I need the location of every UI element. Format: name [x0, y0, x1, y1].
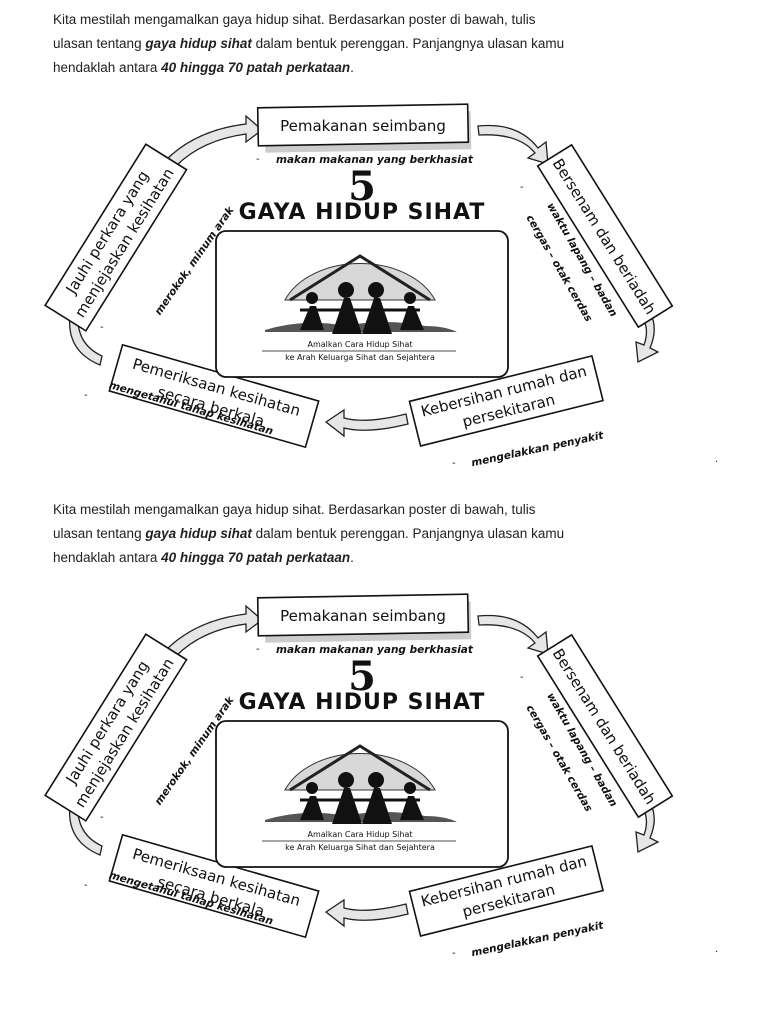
poster-title: GAYA HIDUP SIHAT	[239, 690, 486, 715]
poster-5-gaya-hidup-sihat: Pemakanan seimbang - makan makanan yang …	[44, 593, 718, 959]
box-label: Pemakanan seimbang	[280, 607, 446, 625]
instruction-emphasis-topic: gaya hidup sihat	[145, 526, 252, 541]
family-house-logo-icon	[265, 254, 457, 334]
curved-arrow-icon	[324, 408, 409, 438]
logo-panel: Amalkan Cara Hidup Sihat ke Arah Keluarg…	[215, 720, 509, 868]
dash-marker: -	[256, 644, 260, 655]
logo-line-1: Amalkan Cara Hidup Sihat	[307, 830, 412, 839]
dash-marker: -	[84, 390, 88, 401]
instruction-line-3: hendaklah antara	[53, 60, 162, 75]
logo-line-2: ke Arah Keluarga Sihat dan Sejahtera	[285, 353, 435, 362]
instruction-line-2: ulasan tentang	[53, 36, 146, 51]
box-label: Pemakanan seimbang	[280, 117, 446, 135]
instruction-line-1: Kita mestilah mengamalkan gaya hidup sih…	[53, 12, 536, 27]
worksheet-section-1: Kita mestilah mengamalkan gaya hidup sih…	[0, 0, 768, 490]
instruction-line-1: Kita mestilah mengamalkan gaya hidup sih…	[53, 502, 536, 517]
instruction-line-3-end: .	[350, 60, 354, 75]
note-top: makan makanan yang berkhasiat	[276, 154, 474, 166]
dash-marker: -	[84, 880, 88, 891]
dot-marker: .	[715, 944, 718, 955]
dash-marker: -	[452, 948, 456, 959]
instruction-emphasis-length: 40 hingga 70 patah perkataan	[161, 60, 351, 75]
dash-marker: -	[100, 812, 104, 823]
dash-marker: -	[452, 458, 456, 469]
curved-arrow-icon	[324, 898, 409, 928]
instruction-emphasis-length: 40 hingga 70 patah perkataan	[161, 550, 351, 565]
instruction-line-2-end: dalam bentuk perenggan. Panjangnya ulasa…	[251, 526, 565, 541]
logo-panel: Amalkan Cara Hidup Sihat ke Arah Keluarg…	[215, 230, 509, 378]
box-pemakanan-seimbang: Pemakanan seimbang	[256, 103, 472, 153]
dash-marker: -	[520, 182, 524, 193]
logo-line-1: Amalkan Cara Hidup Sihat	[307, 340, 412, 349]
title-number: 5	[348, 653, 376, 700]
instruction-paragraph: Kita mestilah mengamalkan gaya hidup sih…	[53, 498, 693, 570]
worksheet-section-2: Kita mestilah mengamalkan gaya hidup sih…	[0, 490, 768, 980]
dash-marker: -	[100, 322, 104, 333]
box-pemakanan-seimbang: Pemakanan seimbang	[256, 593, 472, 643]
curved-arrow-icon	[164, 114, 264, 167]
logo-line-2: ke Arah Keluarga Sihat dan Sejahtera	[285, 843, 435, 852]
poster-title: GAYA HIDUP SIHAT	[239, 200, 486, 225]
note-bottom-right: mengelakkan penyakit	[470, 919, 605, 959]
poster-5-gaya-hidup-sihat: Pemakanan seimbang - makan makanan yang …	[44, 103, 718, 469]
curved-arrow-icon	[477, 614, 549, 655]
instruction-line-2-end: dalam bentuk perenggan. Panjangnya ulasa…	[251, 36, 565, 51]
note-top: makan makanan yang berkhasiat	[276, 644, 474, 656]
dot-marker: .	[715, 454, 718, 465]
family-house-logo-icon	[265, 744, 457, 824]
title-number: 5	[348, 163, 376, 210]
curved-arrow-icon	[477, 124, 549, 165]
instruction-line-3-end: .	[350, 550, 354, 565]
instruction-emphasis-topic: gaya hidup sihat	[145, 36, 252, 51]
dash-marker: -	[520, 672, 524, 683]
dash-marker: -	[256, 154, 260, 165]
instruction-line-2: ulasan tentang	[53, 526, 146, 541]
instruction-paragraph: Kita mestilah mengamalkan gaya hidup sih…	[53, 8, 693, 80]
instruction-line-3: hendaklah antara	[53, 550, 162, 565]
note-bottom-right: mengelakkan penyakit	[470, 429, 605, 469]
curved-arrow-icon	[164, 604, 264, 657]
